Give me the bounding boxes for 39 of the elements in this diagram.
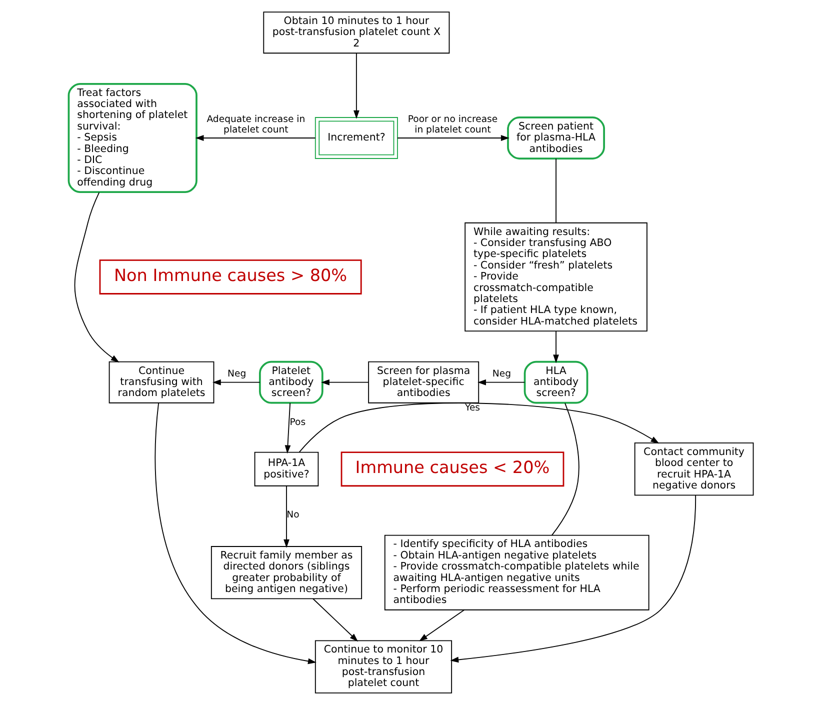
connector (551, 402, 580, 536)
edge-label: Poor or no increase in platelet count (408, 114, 498, 136)
node-box: Treat factors associated with shortening of platelet survival: - Sepsis - Bleeding - DIC - Discontinue offending drug (68, 82, 198, 194)
node-box: Immune causes < 20% (340, 452, 564, 487)
edge-label: No (286, 510, 300, 521)
arrow (397, 135, 510, 141)
edge-label: Pos (290, 417, 306, 428)
node-box: Continue transfusing with random platelets (108, 361, 214, 404)
node-box: HLA antibody screen? (524, 360, 588, 404)
node-box: - Identify specificity of HLA antibodies - Obtain HLA-antigen negative platelets - Provide crossmatch-compatible platelets while awaiting HLA-antigen negative units - Perform periodic reassessment for HLA antibodies (384, 534, 650, 610)
node-box: Obtain 10 minutes to 1 hour post-transfusion platelet count X 2 (263, 12, 450, 54)
node-box: Non Immune causes > 80% (99, 259, 362, 294)
arrow (478, 379, 526, 386)
arrow (312, 598, 358, 642)
arrow (74, 192, 120, 362)
arrow (212, 379, 260, 386)
node-box: Recruit family member as directed donors (siblings greater probability of being antigen negative) (210, 546, 362, 600)
edge-label: Yes (465, 402, 480, 414)
edge-label: Adequate increase in platelet count (206, 114, 306, 136)
node-box: Continue to monitor 10 minutes to 1 hour post-transfusion platelet count (314, 640, 452, 694)
arrow (154, 402, 316, 664)
arrow (195, 135, 316, 141)
arrow (419, 610, 465, 642)
arrow (553, 330, 559, 364)
node-box: HPA-1A positive? (254, 452, 319, 486)
node-box: Screen patient for plasma-HLA antibodies (507, 116, 605, 160)
edge-label: Neg (228, 368, 246, 380)
arrow (354, 52, 360, 119)
arrow (284, 402, 291, 454)
arrow (321, 379, 369, 386)
arrow (450, 494, 696, 663)
arrow (298, 402, 660, 453)
node-box: While awaiting results: - Consider transfusing ABO type-specific platelets - Consider “fresh” platelets - Provide crossmatch-compatible platelets - If patient HLA type known, consider HLA-matched platelets (464, 222, 648, 332)
edge-label: Neg (492, 368, 511, 380)
node-box: Platelet antibody screen? (258, 360, 324, 404)
node-box: Contact community blood center to recruit HPA-1A negative donors (634, 442, 754, 496)
node-box: Screen for plasma platelet-specific antibodies (368, 361, 480, 404)
node-box: Increment? (314, 117, 398, 159)
arrow (284, 485, 290, 548)
